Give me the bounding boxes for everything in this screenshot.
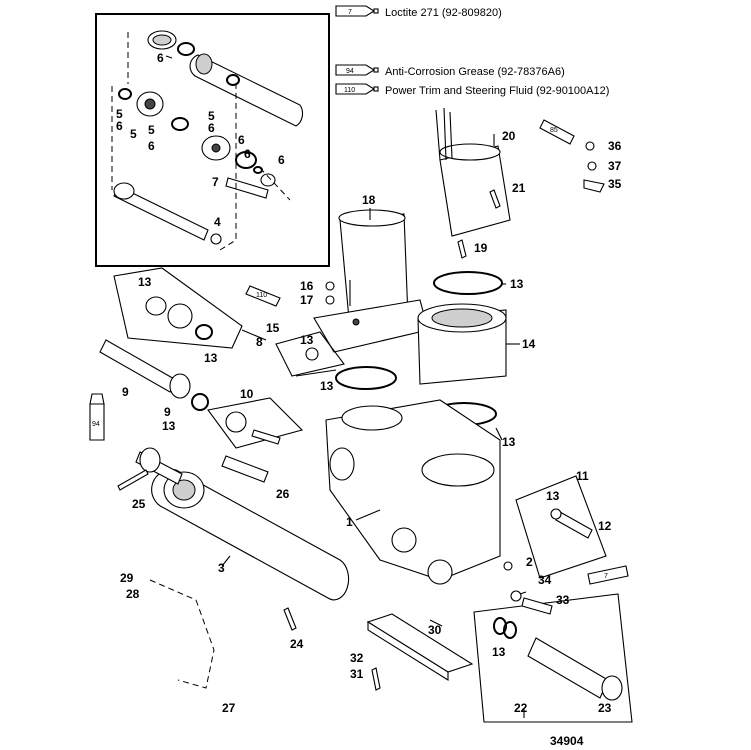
callout-13: 13 [162,419,176,433]
callout-10: 10 [240,387,254,401]
callout-13: 13 [300,333,314,347]
tube-110: 110 [245,285,281,307]
callout-8: 8 [256,335,263,349]
callout-13: 13 [502,435,516,449]
callout-5: 5 [130,127,137,141]
callout-6: 6 [278,153,285,167]
o-ring-13-b [335,366,397,390]
callout-5: 5 [148,123,155,137]
callout-21: 21 [512,181,526,195]
callout-13: 13 [492,645,506,659]
bracket-27 [149,579,215,689]
callout-6: 6 [157,51,164,65]
callout-13: 13 [320,379,334,393]
legend-item-grease: 94 Anti-Corrosion Grease (92-78376A6) [335,64,565,78]
callout-28: 28 [126,587,140,601]
legend-code-fluid: 110 [344,87,355,94]
callout-35: 35 [608,177,622,191]
callout-5: 5 [208,109,215,123]
detail-box-10 [207,397,304,449]
cylinder-3 [135,447,350,601]
legend-item-fluid: 110 Power Trim and Steering Fluid (92-90… [335,83,609,97]
callout-3: 3 [218,561,225,575]
callout-22: 22 [514,701,528,715]
callout-13: 13 [204,351,218,365]
pump-14 [417,303,507,385]
callout-7: 7 [212,175,219,189]
tube-94-label: 94 [92,421,100,428]
tube-85-label: 85 [550,127,558,134]
callout-25: 25 [132,497,146,511]
callout-30: 30 [428,623,442,637]
callout-11: 11 [576,469,589,483]
callout-26: 26 [276,487,290,501]
callout-13: 13 [510,277,524,291]
shaft-9 [99,339,209,411]
callout-23: 23 [598,701,612,715]
callout-6: 6 [148,139,155,153]
callout-6: 6 [244,147,251,161]
callout-20: 20 [502,129,516,143]
legend-text-loctite: Loctite 271 (92-809820) [385,7,502,19]
pin-24 [283,607,297,631]
detail-box-15 [275,331,345,377]
callout-6: 6 [208,121,215,135]
callout-33: 33 [556,593,570,607]
bolt-33 [521,597,553,615]
legend-code-loctite: 7 [348,9,352,16]
callout-13: 13 [138,275,152,289]
callout-5: 5 [116,107,123,121]
leader-lines [165,55,527,718]
legend-text-grease: Anti-Corrosion Grease (92-78376A6) [385,66,565,78]
callout-32: 32 [350,651,364,665]
callout-1: 1 [346,515,353,529]
legend: 7 Loctite 271 (92-809820) 94 Anti-Corros… [335,5,609,97]
callout-36: 36 [608,139,622,153]
block-30 [366,613,474,681]
reservoir-18 [313,209,429,353]
detail-box-8 [113,267,243,349]
legend-code-grease: 94 [346,68,354,75]
callout-9: 9 [164,405,171,419]
callout-31: 31 [350,667,364,681]
bolt-25 [117,469,149,491]
callout-17: 17 [300,293,314,307]
tube-7: 7 [587,565,629,585]
callout-15: 15 [266,321,280,335]
figure-number: 34904 [550,734,584,748]
legend-text-fluid: Power Trim and Steering Fluid (92-90100A… [385,85,609,97]
detail-box-11 [515,475,607,579]
callout-34: 34 [538,573,552,587]
tube-7-label: 7 [604,573,608,580]
motor-20 [435,107,511,237]
callout-27: 27 [222,701,236,715]
detail-box-22 [473,593,633,723]
callout-12: 12 [598,519,612,533]
manifold-1 [325,399,501,585]
callout-2: 2 [526,555,533,569]
bolt-31 [371,667,381,691]
callout-6: 6 [238,133,245,147]
inset-cylinder-rebuild [95,13,330,267]
callout-16: 16 [300,279,314,293]
callout-6: 6 [116,119,123,133]
callout-18: 18 [362,193,376,207]
tube-110-label: 110 [256,292,267,299]
o-ring-13-a [433,271,503,295]
callout-9: 9 [122,385,129,399]
callout-29: 29 [120,571,134,585]
callout-19: 19 [474,241,488,255]
pin-26 [221,455,269,483]
callouts: 6 5 6 5 5 6 5 6 6 6 6 7 4 20 36 37 35 21… [116,51,622,715]
tube-85: 85 [539,119,575,145]
callout-24: 24 [290,637,304,651]
tube-94: 94 [89,393,105,441]
legend-item-loctite: 7 Loctite 271 (92-809820) [335,5,502,19]
callout-14: 14 [522,337,536,351]
callout-4: 4 [214,215,221,229]
callout-37: 37 [608,159,622,173]
callout-13: 13 [546,489,560,503]
